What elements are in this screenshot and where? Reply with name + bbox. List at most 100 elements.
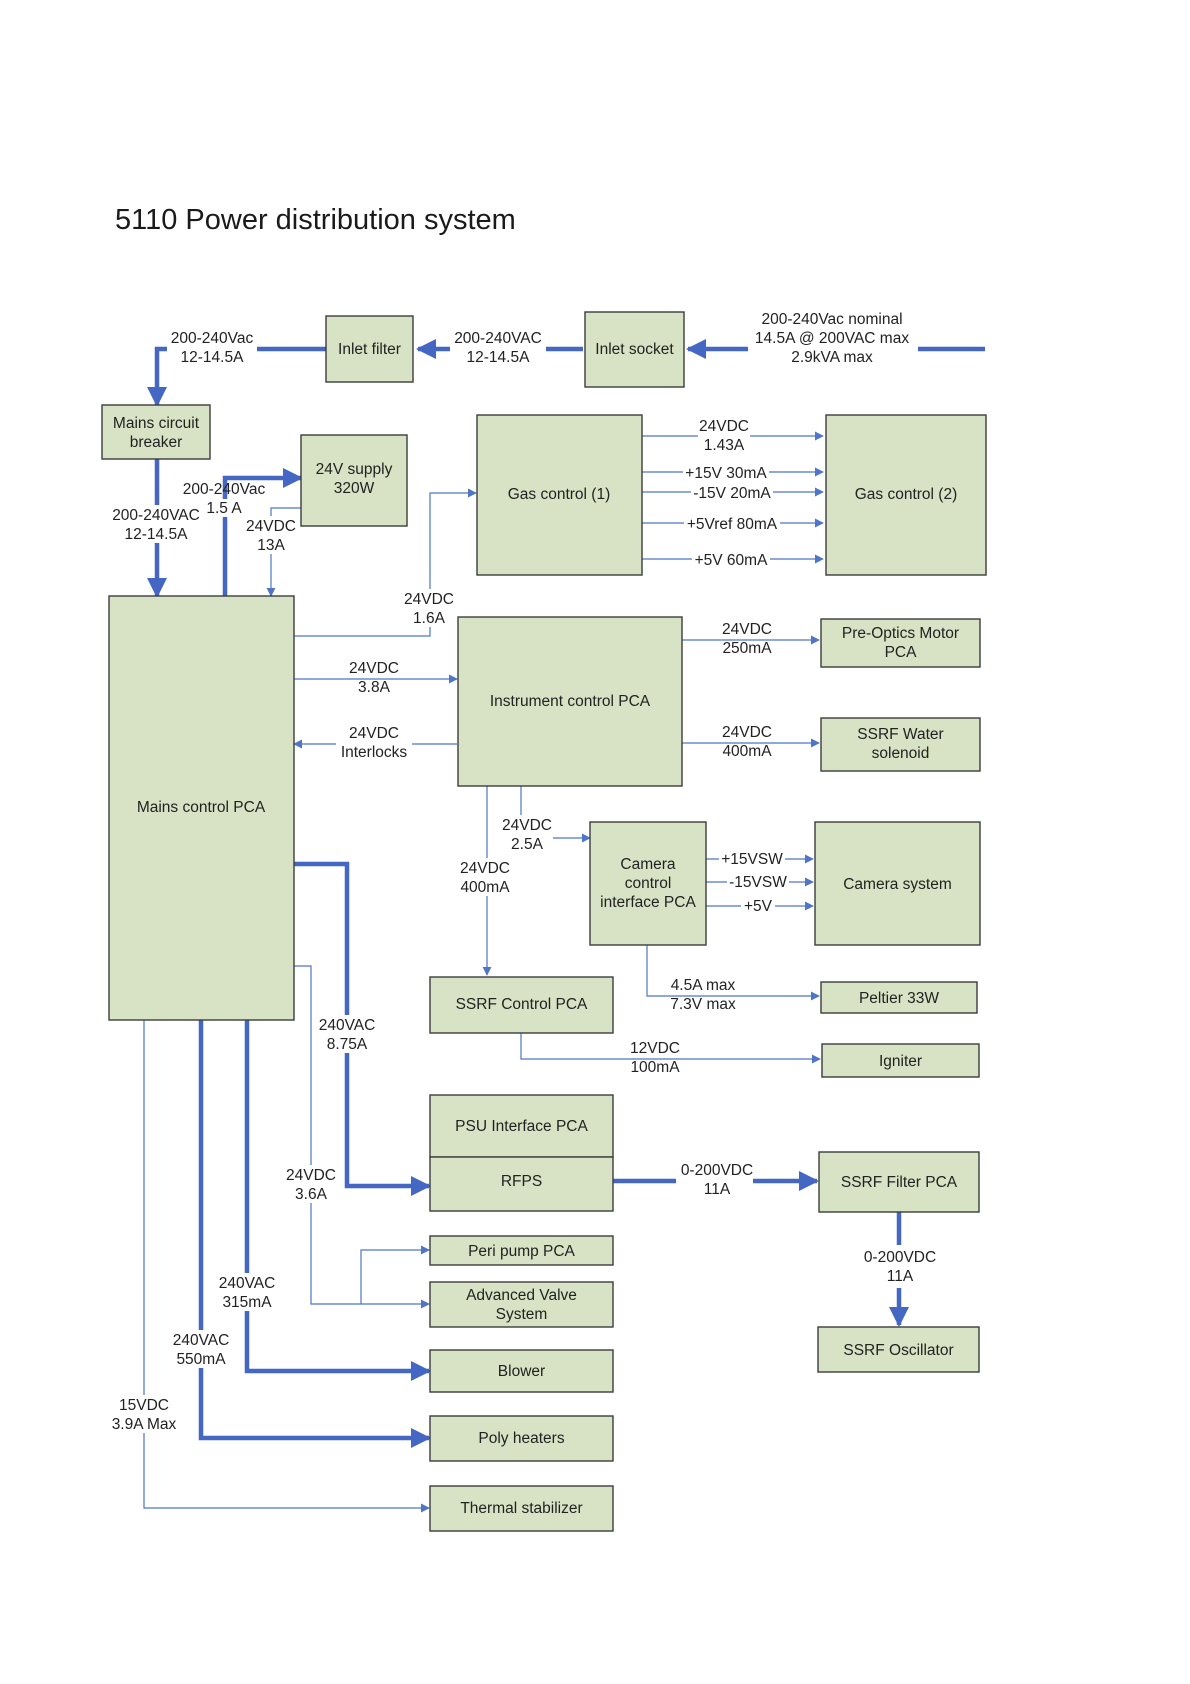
thermal-stabilizer-box: Thermal stabilizer [429, 1485, 614, 1532]
label-ssrf-24vdc-1: 24VDC [460, 860, 510, 877]
thermal-stabilizer-label: Thermal stabilizer [460, 1500, 582, 1517]
label-gas-5vref: +5Vref 80mA [684, 514, 780, 533]
label-mains-to-supply-1: 200-240Vac [183, 481, 266, 498]
label-supply-to-mains-1: 24VDC [246, 518, 296, 535]
advanced-valve-label-2: System [496, 1306, 548, 1323]
inlet-socket-box: Inlet socket [584, 311, 685, 388]
label-mains-to-supply: 200-240Vac 1.5 A [183, 481, 266, 517]
label-ssrf-to-igniter: 12VDC 100mA [627, 1040, 683, 1078]
ssrf-water-solenoid-box: SSRF Water solenoid [820, 717, 981, 772]
label-interlocks-1: 24VDC [349, 725, 399, 742]
label-camera-neg15vsw: -15VSW [727, 873, 789, 891]
label-breaker-to-mains-1: 200-240VAC [112, 507, 200, 524]
ssrf-control-pca-box: SSRF Control PCA [429, 976, 614, 1034]
peri-pump-label: Peri pump PCA [468, 1243, 575, 1260]
mains-breaker-label-2: breaker [130, 434, 183, 451]
wire-mains-to-supply [222, 468, 303, 596]
label-mains-input-1: 200-240Vac nominal [761, 311, 902, 328]
advanced-valve-label-1: Advanced Valve [466, 1287, 577, 1304]
pre-optics-label-1: Pre-Optics Motor [842, 625, 959, 642]
label-camera-5v-text: +5V [744, 898, 773, 915]
label-gas-24vdc-2: 1.43A [704, 437, 745, 454]
label-instrument-to-water: 24VDC 400mA [719, 724, 775, 762]
label-mains-input: 200-240Vac nominal 14.5A @ 200VAC max 2.… [748, 309, 918, 367]
label-preoptics-2: 250mA [722, 640, 772, 657]
label-filter-to-breaker: 200-240Vac 12-14.5A [167, 329, 257, 367]
wire-filter-to-breaker [147, 346, 326, 407]
gas-control-2-box: Gas control (2) [825, 414, 987, 576]
label-camera-24vdc-1: 24VDC [502, 817, 552, 834]
supply-24v-box: 24V supply 320W [300, 434, 408, 527]
label-socket-to-filter: 200-240VAC 12-14.5A [450, 329, 546, 367]
label-mains-to-instrument-2: 3.8A [358, 679, 391, 696]
pre-optics-motor-pca-box: Pre-Optics Motor PCA [820, 618, 981, 668]
wire-pumps-branch [360, 1245, 430, 1304]
label-igniter-1: 12VDC [630, 1040, 680, 1057]
label-water-1: 24VDC [722, 724, 772, 741]
ssrf-control-label: SSRF Control PCA [456, 996, 588, 1013]
label-filter-to-breaker-1: 200-240Vac [171, 330, 254, 347]
label-peltier-2: 7.3V max [670, 996, 736, 1013]
label-heaters-2: 550mA [176, 1351, 226, 1368]
instrument-control-label: Instrument control PCA [490, 693, 651, 710]
label-gas1-to-gas2-24vdc: 24VDC 1.43A [698, 417, 750, 455]
label-pumps-1: 24VDC [286, 1167, 336, 1184]
label-instrument-to-ssrf: 24VDC 400mA [457, 858, 513, 896]
label-blower-2: 315mA [222, 1294, 272, 1311]
label-oscillator-2: 11A [887, 1268, 914, 1285]
label-mains-to-rfps: 240VAC 8.75A [316, 1015, 378, 1053]
wire-ssrf-to-igniter [520, 1033, 821, 1064]
label-breaker-to-mains-2: 12-14.5A [125, 526, 189, 543]
label-camera-15vsw: +15VSW [719, 850, 785, 868]
label-rfps-filter-1: 0-200VDC [681, 1162, 753, 1179]
wire-supply-to-mains [266, 507, 301, 597]
wire-mains-to-heaters [198, 1020, 431, 1448]
label-mains-to-blower: 240VAC 315mA [216, 1273, 278, 1311]
psu-interface-label: PSU Interface PCA [455, 1118, 588, 1135]
mains-breaker-label-1: Mains circuit [113, 415, 200, 432]
label-mains-to-supply-2: 1.5 A [206, 500, 242, 517]
label-socket-to-filter-2: 12-14.5A [467, 349, 531, 366]
wire-mains-to-gas1 [294, 488, 477, 637]
blower-label: Blower [498, 1363, 545, 1380]
pre-optics-label-2: PCA [885, 644, 918, 661]
label-water-2: 400mA [722, 743, 772, 760]
mains-circuit-breaker-box: Mains circuit breaker [101, 404, 211, 460]
wire-camera-to-peltier [646, 945, 820, 1001]
label-instrument-to-preoptics: 24VDC 250mA [719, 621, 775, 659]
label-filter-to-oscillator: 0-200VDC 11A [864, 1249, 936, 1285]
label-supply-to-mains-2: 13A [257, 537, 285, 554]
camera-control-interface-pca-box: Camera control interface PCA [589, 821, 707, 946]
label-mains-to-instrument-1: 24VDC [349, 660, 399, 677]
label-interlocks-2: Interlocks [341, 744, 408, 761]
label-thermal-2: 3.9A Max [112, 1416, 177, 1433]
label-rfps-to-filter: 0-200VDC 11A [681, 1162, 753, 1198]
inlet-socket-label: Inlet socket [595, 341, 674, 358]
page-title: 5110 Power distribution system [115, 204, 516, 236]
instrument-control-pca-box: Instrument control PCA [457, 616, 683, 787]
camera-system-box: Camera system [814, 821, 981, 946]
label-gas-15v-text: +15V 30mA [685, 465, 767, 482]
label-gas-neg15v-text: -15V 20mA [693, 485, 771, 502]
label-mains-to-heaters: 240VAC 550mA [170, 1330, 232, 1368]
label-camera-15vsw-text: +15VSW [721, 851, 783, 868]
ssrf-oscillator-box: SSRF Oscillator [817, 1326, 980, 1373]
camera-control-label-3: interface PCA [600, 894, 696, 911]
camera-control-label-2: control [625, 875, 672, 892]
poly-heaters-box: Poly heaters [429, 1415, 614, 1462]
label-blower-1: 240VAC [219, 1275, 276, 1292]
label-heaters-1: 240VAC [173, 1332, 230, 1349]
ssrf-filter-pca-box: SSRF Filter PCA [818, 1151, 980, 1213]
label-mains-to-gas1-2: 1.6A [413, 610, 446, 627]
peri-pump-pca-box: Peri pump PCA [429, 1235, 614, 1266]
label-instrument-to-camera: 24VDC 2.5A [501, 815, 553, 853]
label-rfps-filter-2: 11A [704, 1181, 731, 1198]
label-rfps-240vac-1: 240VAC [319, 1017, 376, 1034]
label-mains-to-gas1: 24VDC 1.6A [401, 589, 457, 627]
ssrf-oscillator-label: SSRF Oscillator [843, 1342, 953, 1359]
label-mains-to-gas1-1: 24VDC [404, 591, 454, 608]
label-mains-input-3: 2.9kVA max [791, 349, 873, 366]
supply-24v-label-1: 24V supply [316, 461, 393, 478]
psu-interface-pca-box: PSU Interface PCA [429, 1094, 614, 1158]
inlet-filter-label: Inlet filter [338, 341, 401, 358]
